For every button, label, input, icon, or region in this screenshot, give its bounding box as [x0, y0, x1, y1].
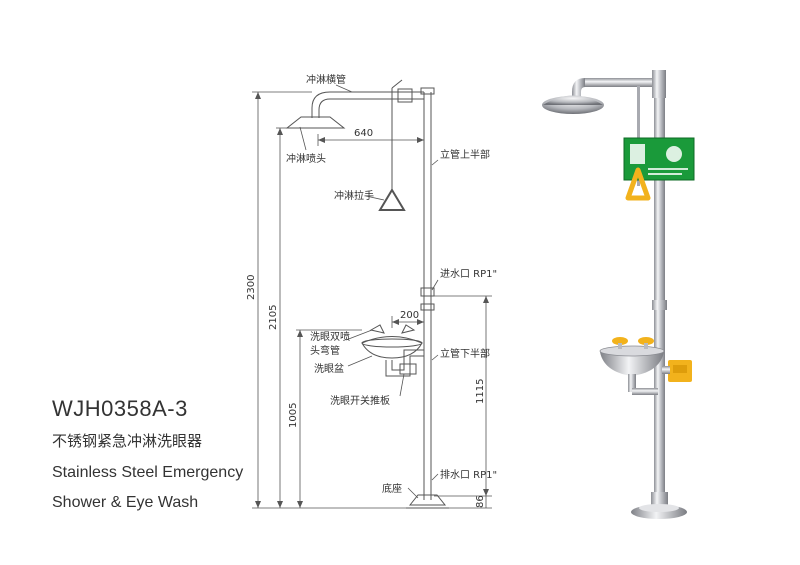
label-lower-riser: 立管下半部: [440, 347, 490, 360]
dim-shower-reach: 640: [354, 128, 373, 139]
line-drawing: [285, 79, 449, 509]
product-name-en-line2: Shower & Eye Wash: [52, 494, 199, 511]
label-pull-handle: 冲淋拉手: [334, 189, 374, 202]
eyewash-nozzle-right: [401, 324, 416, 334]
base-shape: [408, 494, 447, 506]
shower-head-shape: [285, 116, 346, 129]
label-eyewash-head-1: 洗眼双喷: [310, 331, 350, 343]
shower-arm-top: [311, 91, 424, 118]
dim-eyewash-height: 1005: [288, 403, 299, 428]
photo-eyewash-cap-right: [638, 337, 654, 345]
photo-riser: [654, 88, 665, 506]
label-eyewash-push-plate: 洗眼开关推板: [330, 394, 390, 407]
product-photo: [542, 70, 695, 519]
dimension-arrows: [255, 92, 489, 508]
label-eyewash-head-2: 头弯管: [310, 344, 340, 357]
dim-shower-head-height: 2105: [268, 305, 279, 330]
label-upper-riser: 立管上半部: [440, 148, 490, 161]
label-drain-outlet: 排水口 RP1": [440, 468, 497, 481]
label-base: 底座: [382, 482, 402, 495]
valve-body: [399, 363, 417, 375]
product-name-en-line1: Stainless Steel Emergency: [52, 464, 244, 481]
product-name-cn: 不锈钢紧急冲淋洗眼器: [52, 432, 203, 450]
eyewash-nozzle-left: [369, 324, 385, 334]
arm-fitting: [397, 88, 413, 103]
inlet-fitting: [420, 287, 435, 297]
pull-handle-shape: [378, 188, 406, 211]
leader-lines: [299, 84, 439, 499]
dim-total-height: 2300: [246, 275, 257, 300]
eyewash-bowl-shape: [361, 336, 423, 359]
shower-arm-bottom: [318, 98, 424, 118]
riser-top-cap: [420, 87, 435, 95]
photo-pull-handle: [625, 167, 651, 201]
label-eyewash-bowl: 洗眼盆: [314, 362, 344, 375]
label-shower-pipe: 冲淋横管: [306, 73, 346, 86]
dim-eyewash-reach: 200: [400, 310, 419, 321]
dim-inlet-to-drain: 1115: [475, 379, 486, 404]
photo-shower-arm: [585, 78, 663, 87]
photo-eyewash-cap-left: [612, 337, 628, 345]
dim-drain-height: 86: [475, 495, 486, 508]
label-water-inlet: 进水口 RP1": [440, 268, 497, 280]
photo-pull-rod: [637, 86, 640, 186]
product-model: WJH0358A-3: [52, 396, 188, 421]
label-shower-head: 冲淋喷头: [286, 152, 326, 165]
